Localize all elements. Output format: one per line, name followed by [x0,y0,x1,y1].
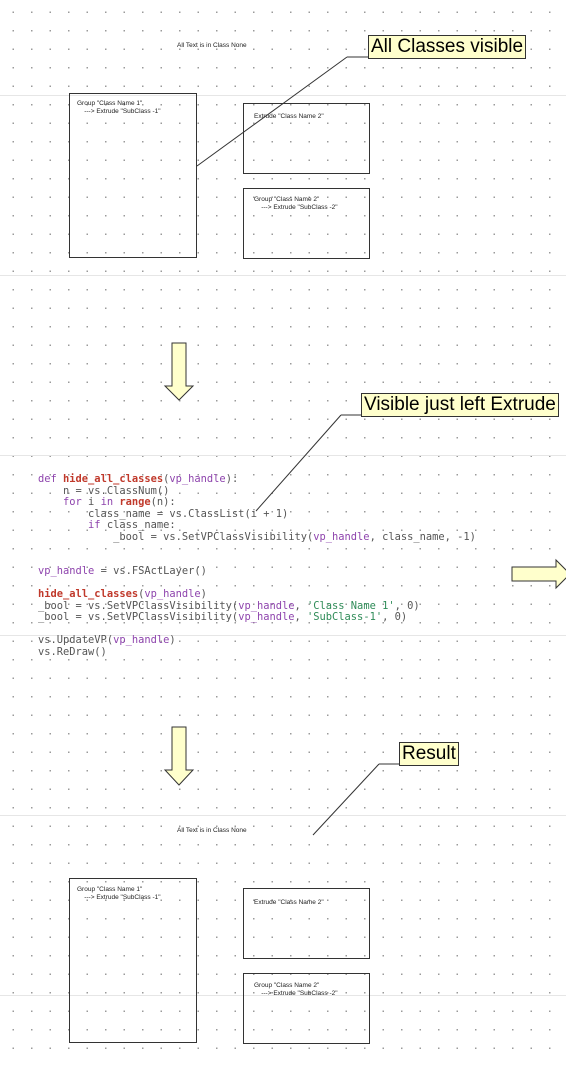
panel-top-group-1-box[interactable] [69,93,197,258]
code-line: _bool = vs.SetVPClassVisibility(vp_handl… [38,530,476,544]
code-token: , [294,611,308,623]
code-token: , class_name, -1) [369,530,476,543]
code-token: _bool = vs.SetVPClassVisibility( [38,611,239,623]
code-line: for i in range(n): [38,496,476,509]
code-line: hide_all_classes(vp_handle) [38,588,476,601]
callout-visible-just-left-extrude: Visible just left Extrude [361,393,559,417]
code-token: hide_all_classes [63,473,164,485]
grid-line [0,815,566,816]
code-token: class_name: [106,519,176,531]
code-token: vp_handle [238,611,295,623]
panel-top-group-1-label: Group "Class Name 1" [77,100,143,107]
panel-bottom-group-1-sublabel: ---> Extrude "SubClass -1" [77,894,161,901]
code-token: ( [163,473,170,485]
down-arrow-1-icon [163,342,195,401]
callout-result: Result [399,742,459,766]
code-token: vp_handle [144,588,201,600]
code-token: vp_handle [313,530,370,543]
code-token: _bool = vs.SetVPClassVisibility( [38,530,314,543]
panel-bottom-group-1-label: Group "Class Name 1" [77,886,143,893]
panel-top-header: All Text is in Class None [177,42,247,49]
panel-bottom-group-1-box[interactable] [69,878,197,1043]
panel-bottom-extrude-2-box[interactable] [243,888,370,959]
code-token: vp_handle [38,565,95,577]
python-code-block: def hide_all_classes(vp_handle): n = vs.… [38,473,476,659]
code-line: def hide_all_classes(vp_handle): [38,473,476,486]
code-token: vp_handle [113,634,170,646]
panel-bottom-group-2-box[interactable] [243,973,370,1044]
right-arrow-icon [511,558,566,590]
panel-top-group-2-box[interactable] [243,188,370,259]
down-arrow-2-icon [163,726,195,786]
leader-line-bottom [312,763,380,836]
code-token: ) [200,588,207,600]
code-token: n = vs.ClassNum() [38,484,170,497]
code-line: _bool = vs.SetVPClassVisibility(vp_handl… [38,611,476,624]
panel-top-group-1-sublabel: ---> Extrude "SubClass -1" [77,108,161,115]
code-line: vp_handle = vs.FSActLayer() [38,565,476,578]
callout-all-classes-visible: All Classes visible [368,35,527,59]
code-token: 'SubClass-1' [307,611,383,623]
code-token: , [294,599,308,612]
leader-line-top [196,56,348,167]
panel-top-extrude-2-box[interactable] [243,103,370,174]
code-token: ): [225,473,239,485]
code-token: ) [169,634,176,646]
code-token: vs.ReDraw() [38,645,107,658]
panel-top-group-2-label: Group "Class Name 2" [254,196,320,203]
code-token: (n): [150,496,176,508]
code-line: vs.UpdateVP(vp_handle) [38,634,476,647]
code-token: 'Class Name 1' [307,599,395,612]
code-token: = vs.FSActLayer() [94,565,207,577]
code-token: hide_all_classes [38,588,139,600]
code-token: class_name = vs.ClassList(i + 1) [38,507,289,520]
panel-bottom-header: All Text is in Class None [177,827,247,834]
panel-bottom-group-2-label: Group "Class Name 2" [254,982,320,989]
code-line: n = vs.ClassNum() [38,484,476,498]
code-token: range [119,496,151,508]
code-token: in [100,496,120,508]
grid-line [0,635,566,636]
panel-bottom-extrude-2-label: Extrude "Class Name 2" [254,899,324,906]
panel-top-group-2-sublabel: ---> Extrude "SubClass -2" [254,204,338,211]
code-token: vp_handle [238,599,295,612]
leader-line-middle [255,414,342,512]
panel-bottom-group-2-sublabel: ---> Extrude "SubClass -2" [254,990,338,997]
grid-line [0,275,566,276]
code-token: , 0) [382,611,408,623]
code-line: _bool = vs.SetVPClassVisibility(vp_handl… [38,599,476,613]
code-token: for [38,496,89,508]
code-token: vs.UpdateVP( [38,634,114,646]
grid-line [0,455,566,456]
code-line: class_name = vs.ClassList(i + 1) [38,507,476,521]
code-token: vp_handle [169,473,226,485]
code-token: if [38,519,107,531]
code-token: def [38,473,64,485]
grid-line [0,95,566,96]
code-token: i [88,496,101,508]
code-line: vs.ReDraw() [38,645,476,659]
code-token: , 0) [394,599,420,612]
code-token: ( [138,588,145,600]
code-line: if class_name: [38,519,476,532]
grid-line [0,995,566,996]
code-line [38,543,476,555]
code-token: _bool = vs.SetVPClassVisibility( [38,599,239,612]
